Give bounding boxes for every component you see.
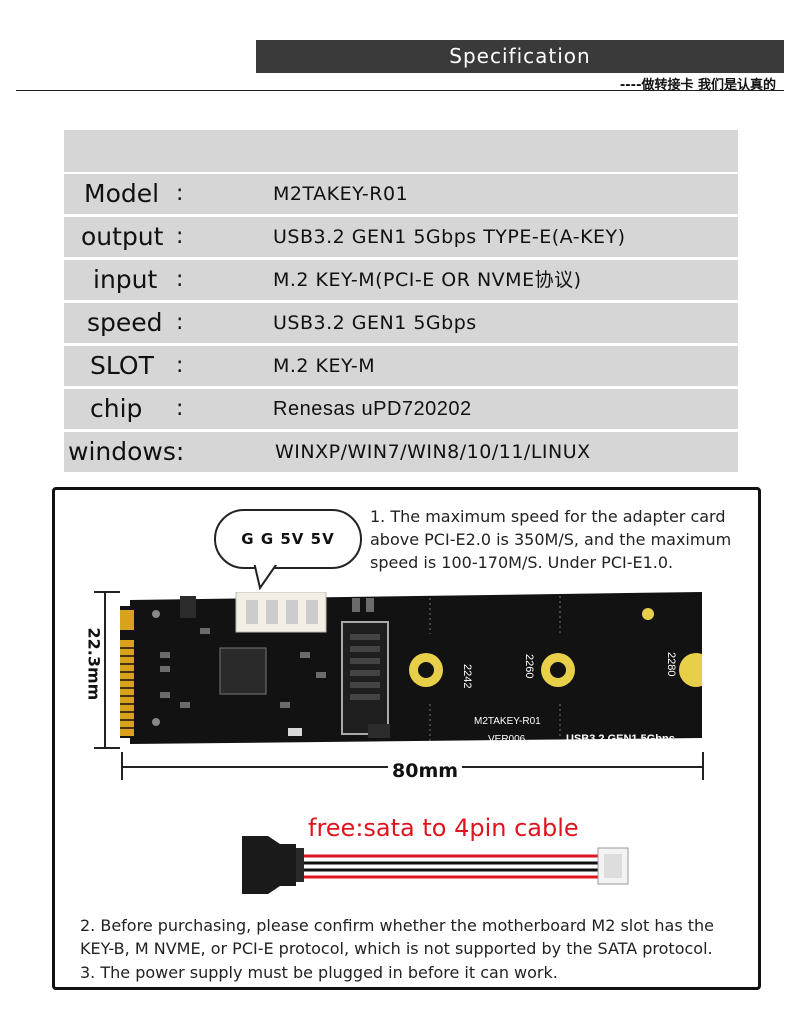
bubble-tail: [253, 562, 279, 590]
spec-row-slot: SLOT : M.2 KEY-M: [64, 346, 738, 386]
spec-label: SLOT: [90, 351, 154, 380]
slot-2242-label: 2242: [461, 664, 473, 688]
spec-value: USB3.2 GEN1 5Gbps: [273, 312, 477, 334]
spec-colon: :: [176, 267, 184, 292]
slot-2280-label: 2280: [665, 652, 677, 676]
protocol-note-line-1: 2. Before purchasing, please confirm whe…: [80, 916, 715, 935]
brand-tagline: ----做转接卡 我们是认真的: [619, 78, 776, 93]
board-model-label: M2TAKEY-R01: [474, 716, 541, 727]
height-dimension-label: 22.3mm: [84, 627, 104, 701]
spec-value: M.2 KEY-M: [273, 355, 376, 377]
spec-value: USB3.2 GEN1 5Gbps TYPE-E(A-KEY): [273, 226, 626, 248]
protocol-note: 2. Before purchasing, please confirm whe…: [80, 914, 714, 960]
spec-label: output: [81, 222, 164, 251]
spec-colon: :: [176, 353, 184, 378]
spec-label: chip: [90, 394, 143, 423]
height-dimension-line: [94, 591, 120, 749]
speed-note: 1. The maximum speed for the adapter car…: [370, 507, 732, 572]
spec-row-input: input : M.2 KEY-M(PCI-E OR NVME协议): [64, 260, 738, 300]
board-speed-label: USB3.2 GEN1 5Gbps: [566, 733, 675, 745]
spec-row-chip: chip : Renesas uPD720202: [64, 389, 738, 429]
spec-row-windows: windows: WINXP/WIN7/WIN8/10/11/LINUX: [64, 432, 738, 472]
board-version-label: VER006: [488, 734, 526, 745]
product-frame: [52, 487, 761, 990]
cable-caption: free:sata to 4pin cable: [308, 814, 579, 842]
sata-cable-image: [242, 836, 629, 894]
power-note: 3. The power supply must be plugged in b…: [80, 963, 558, 982]
spec-value: Renesas uPD720202: [273, 398, 472, 420]
spec-table-header: [64, 130, 738, 172]
slot-2260-label: 2260: [523, 654, 535, 678]
connector-pinout-bubble: G G 5V 5V: [214, 509, 362, 569]
spec-colon: :: [176, 224, 184, 249]
header-divider: [16, 90, 784, 91]
spec-row-output: output : USB3.2 GEN1 5Gbps TYPE-E(A-KEY): [64, 217, 738, 257]
spec-colon: :: [176, 396, 184, 421]
spec-table: Model : M2TAKEY-R01 output : USB3.2 GEN1…: [64, 130, 738, 475]
spec-colon: :: [176, 310, 184, 335]
length-dimension-label: 80mm: [388, 760, 463, 782]
spec-colon: :: [176, 181, 184, 206]
spec-value: M.2 KEY-M(PCI-E OR NVME协议): [273, 269, 582, 291]
spec-label: windows:: [68, 437, 185, 466]
protocol-note-line-2: KEY-B, M NVME, or PCI-E protocol, which …: [80, 939, 713, 958]
specification-banner: Specification: [256, 40, 784, 73]
spec-label: input: [93, 265, 158, 294]
spec-row-model: Model : M2TAKEY-R01: [64, 174, 738, 214]
spec-value: M2TAKEY-R01: [273, 183, 409, 205]
spec-value: WINXP/WIN7/WIN8/10/11/LINUX: [275, 441, 591, 463]
m2-adapter-board: 2242 2260 2280 M2TAKEY-R01 VER006 USB3.2…: [120, 592, 702, 745]
spec-label: Model: [84, 179, 160, 208]
spec-row-speed: speed : USB3.2 GEN1 5Gbps: [64, 303, 738, 343]
spec-label: speed: [87, 308, 163, 337]
